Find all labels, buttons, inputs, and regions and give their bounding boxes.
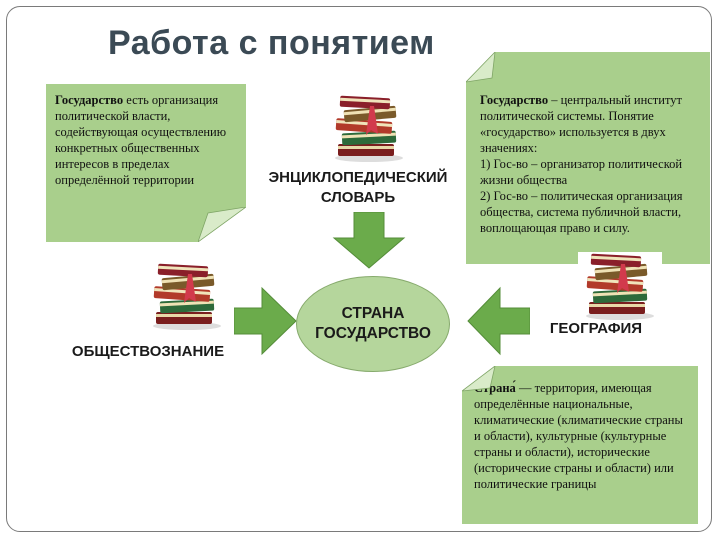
center-line-1: СТРАНА (341, 305, 405, 322)
label-social-studies: ОБЩЕСТВОЗНАНИЕ (71, 343, 225, 360)
books-stack-icon (578, 252, 662, 322)
note-meaning-2: 2) Гос-во – политическая организация общ… (480, 189, 683, 235)
label-geography: ГЕОГРАФИЯ (549, 320, 643, 337)
note-fold (462, 366, 496, 392)
note-text: — территория, имеющая определённые нацио… (474, 381, 683, 491)
arrow-left-icon (467, 286, 530, 356)
note-intro: – центральный институт политической сист… (480, 93, 682, 155)
note-state-meanings: Государство – центральный институт полит… (466, 52, 710, 264)
note-term: Государство (55, 93, 124, 107)
note-meaning-1: 1) Гос-во – организатор политической жиз… (480, 157, 683, 187)
center-line-2: ГОСУДАРСТВО (315, 325, 431, 342)
slide-frame (6, 6, 712, 532)
books-stack-icon (153, 263, 221, 330)
label-encyclopedia: ЭНЦИКЛОПЕДИЧЕСКИЙ СЛОВАРЬ (268, 169, 448, 206)
note-fold (198, 207, 246, 242)
center-concept: СТРАНА ГОСУДАРСТВО (296, 276, 450, 372)
note-country-definition: Страна́ — территория, имеющая определённ… (462, 366, 698, 524)
note-text: есть организация политической власти, со… (55, 93, 227, 187)
arrow-down-icon (332, 212, 406, 269)
page-title: Работа с понятием (108, 24, 435, 62)
note-term: Государство (480, 93, 549, 107)
arrow-right-icon (234, 286, 297, 356)
books-stack-icon (335, 95, 403, 162)
note-fold (466, 52, 496, 83)
